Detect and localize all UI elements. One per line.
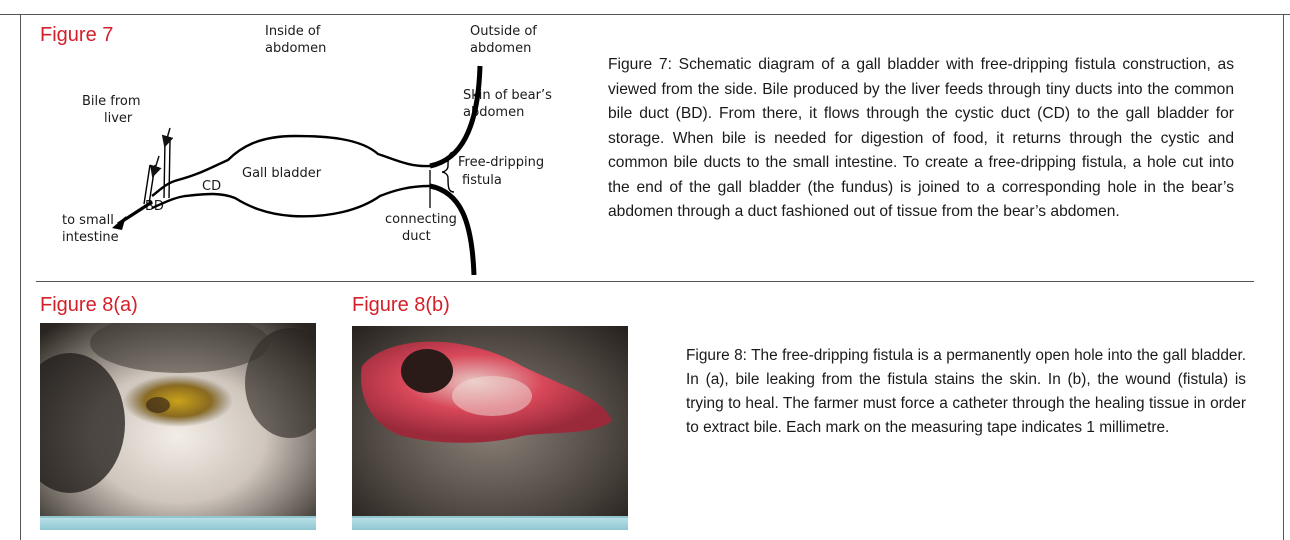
right-border [1283, 14, 1284, 540]
gall-bladder-diagram: Inside of abdomen Outside of abdomen Ski… [60, 20, 580, 275]
label-cd: CD [202, 179, 221, 194]
label-connecting-1: connecting [385, 212, 457, 227]
label-fistula-1: Free-dripping [458, 155, 544, 170]
figure7-caption: Figure 7: Schematic diagram of a gall bl… [608, 53, 1234, 225]
skin-upper [430, 66, 480, 166]
bile-arrow-2 [166, 128, 170, 142]
label-outside-2: abdomen [470, 41, 531, 56]
label-outside-1: Outside of [470, 24, 537, 39]
figure8b-photo [352, 326, 628, 530]
bile-arrow-1 [154, 156, 159, 172]
label-small-1: to small [62, 213, 114, 228]
figure8-caption: Figure 8: The free-dripping fistula is a… [686, 344, 1246, 440]
figure8a-title: Figure 8(a) [40, 294, 138, 316]
label-small-2: intestine [62, 230, 119, 245]
intestine-arrowhead [112, 216, 126, 230]
label-gall-bladder: Gall bladder [242, 166, 322, 181]
figure8a-photo [40, 323, 316, 530]
top-divider [0, 14, 1290, 15]
label-inside-1: Inside of [265, 24, 321, 39]
skin-lower [430, 186, 474, 275]
figure8b-title: Figure 8(b) [352, 294, 450, 316]
left-border [20, 14, 21, 540]
label-fistula-2: fistula [462, 173, 502, 188]
section-divider [36, 281, 1254, 282]
label-bile-1: Bile from [82, 94, 141, 109]
label-bile-2: liver [104, 111, 133, 126]
label-inside-2: abdomen [265, 41, 326, 56]
label-connecting-2: duct [402, 229, 431, 244]
